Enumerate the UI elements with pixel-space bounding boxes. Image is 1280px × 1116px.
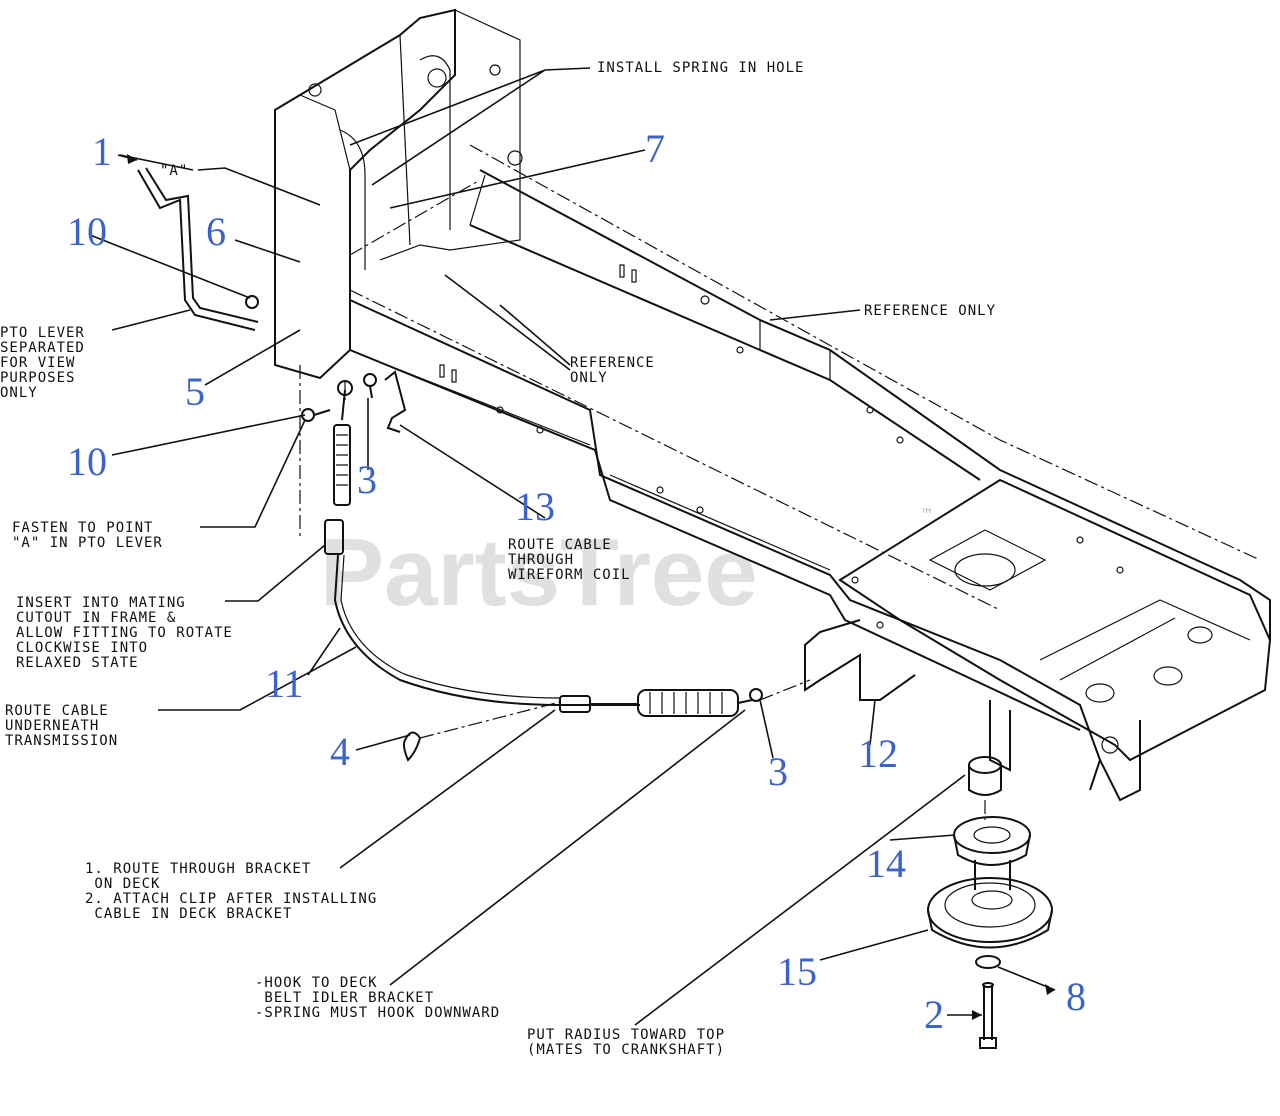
note-line: REFERENCE: [570, 355, 655, 371]
hardware-bolts: [245, 295, 763, 702]
note-line: THROUGH: [508, 552, 574, 568]
note-line: PURPOSES: [0, 370, 75, 386]
note-line: 1. ROUTE THROUGH BRACKET: [85, 861, 311, 877]
callout-7: 7: [645, 126, 665, 171]
callout-3b: 3: [768, 749, 788, 794]
pto-lever: [137, 167, 259, 331]
callout-6: 6: [206, 209, 226, 254]
note-install-spring: INSTALL SPRING IN HOLE: [597, 60, 804, 76]
note-line: 2. ATTACH CLIP AFTER INSTALLING: [85, 891, 377, 907]
note-line: INSTALL SPRING IN HOLE: [597, 60, 804, 76]
callout-15: 15: [777, 949, 817, 994]
note-line: WIREFORM COIL: [508, 567, 631, 583]
note-label-a: "A": [160, 163, 188, 179]
callout-5: 5: [185, 369, 205, 414]
note-line: CLOCKWISE INTO: [16, 640, 148, 656]
note-line: PUT RADIUS TOWARD TOP: [527, 1027, 725, 1043]
note-line: CUTOUT IN FRAME &: [16, 610, 176, 626]
note-line: (MATES TO CRANKSHAFT): [527, 1042, 725, 1058]
watermark: PartsTree: [320, 519, 758, 626]
tractor-frame: [274, 8, 1272, 802]
callout-14: 14: [866, 841, 906, 886]
note-line: -HOOK TO DECK: [255, 975, 378, 991]
callout-3a: 3: [357, 457, 377, 502]
note-fasten: FASTEN TO POINT"A" IN PTO LEVER: [12, 520, 163, 551]
callout-13: 13: [515, 484, 555, 529]
note-radius: PUT RADIUS TOWARD TOP(MATES TO CRANKSHAF…: [527, 1027, 725, 1058]
note-line: ROUTE CABLE: [508, 537, 612, 553]
note-line: SEPARATED: [0, 340, 85, 356]
callout-12: 12: [858, 731, 898, 776]
note-line: "A" IN PTO LEVER: [12, 535, 163, 551]
note-line: ONLY: [0, 385, 38, 401]
callout-2: 2: [924, 992, 944, 1037]
note-line: ON DECK: [85, 876, 160, 892]
callout-10a: 10: [67, 209, 107, 254]
note-line: INSERT INTO MATING: [16, 595, 186, 611]
clip-part: [403, 731, 422, 762]
callout-10b: 10: [67, 439, 107, 484]
callout-4: 4: [330, 729, 350, 774]
note-hook: -HOOK TO DECK BELT IDLER BRACKET-SPRING …: [255, 975, 500, 1021]
callout-11: 11: [265, 661, 304, 706]
note-reference-only-top: REFERENCE ONLY: [864, 303, 996, 319]
callout-1: 1: [92, 129, 112, 174]
note-line: UNDERNEATH: [5, 718, 99, 734]
instruction-notes: INSTALL SPRING IN HOLE"A"REFERENCE ONLYR…: [0, 60, 996, 1058]
note-line: "A": [160, 163, 188, 179]
note-line: ROUTE CABLE: [5, 703, 109, 719]
note-line: CABLE IN DECK BRACKET: [85, 906, 292, 922]
watermark-tm: ™: [921, 505, 932, 524]
arrowheads: [127, 154, 1055, 1020]
note-line: PTO LEVER: [0, 325, 85, 341]
leader-lines: [89, 67, 1056, 1026]
note-line: FOR VIEW: [0, 355, 75, 371]
note-line: FASTEN TO POINT: [12, 520, 153, 536]
pulley-assembly: [927, 756, 1053, 1049]
note-line: BELT IDLER BRACKET: [255, 990, 434, 1006]
note-line: ALLOW FITTING TO ROTATE: [16, 625, 233, 641]
note-line: ONLY: [570, 370, 608, 386]
cable-assembly: [324, 380, 811, 739]
note-line: -SPRING MUST HOOK DOWNWARD: [255, 1005, 500, 1021]
callout-numbers: 1 10 6 5 10 3 7 13 11 4 3 12 14 15 2 8: [67, 126, 1086, 1037]
note-line: TRANSMISSION: [5, 733, 118, 749]
callout-8: 8: [1066, 974, 1086, 1019]
note-line: REFERENCE ONLY: [864, 303, 996, 319]
note-line: RELAXED STATE: [16, 655, 139, 671]
